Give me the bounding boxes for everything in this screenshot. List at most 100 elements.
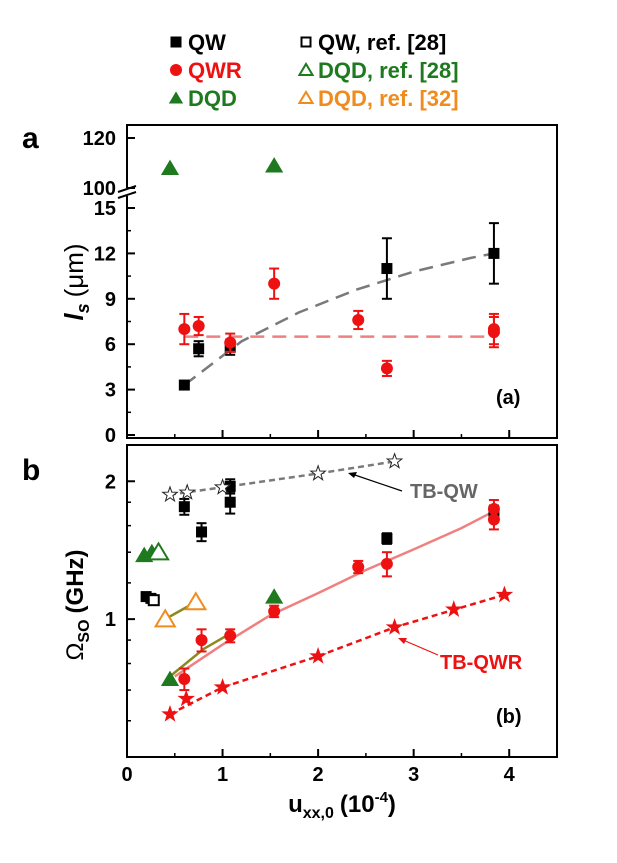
data-point — [224, 336, 237, 349]
data-point — [195, 634, 208, 647]
series-dqd-ref-32 — [153, 591, 208, 628]
series-dqd — [135, 543, 284, 687]
data-point — [147, 541, 170, 561]
fit-dqd — [169, 632, 231, 678]
x-tick-label: 2 — [313, 764, 324, 786]
data-point — [487, 502, 500, 515]
panel-letter-a: a — [22, 122, 39, 155]
data-point — [178, 483, 196, 500]
data-point — [309, 646, 327, 664]
panel-b-x-ticks: 0 1 2 3 4 — [121, 749, 516, 786]
legend-entry: QW — [170, 30, 226, 55]
x-tick-label: 0 — [121, 764, 132, 786]
tb-qwr-label: TB-QWR — [440, 652, 523, 674]
legend-label: DQD — [188, 86, 237, 111]
panel-b-tag: (b) — [496, 706, 522, 728]
panel-a-tag: (a) — [496, 387, 520, 409]
panel-b-plot — [135, 452, 514, 722]
series-dqd — [160, 157, 284, 175]
data-point — [177, 689, 196, 707]
fit-tb-qw — [169, 460, 395, 496]
data-point — [445, 600, 463, 617]
panel-a-x-ticks — [126, 430, 511, 438]
data-point — [196, 526, 208, 538]
legend-label: QWR — [188, 58, 242, 83]
y-tick-label: 2 — [105, 471, 116, 493]
data-point — [178, 501, 190, 513]
data-point — [213, 478, 232, 495]
legend: QW QWR DQD QW, ref. [28] DQD, ref. [28] DQD, … — [168, 30, 459, 111]
data-point — [224, 629, 237, 642]
panel-b-y-label: ΩSO(GHz) — [62, 549, 93, 660]
y-tick-label: 1 — [105, 609, 116, 631]
panel-b-frame — [126, 444, 558, 758]
data-point — [178, 673, 191, 686]
data-point — [160, 670, 180, 687]
y-tick-label: 12 — [94, 243, 116, 265]
data-point — [161, 485, 179, 503]
y-tick-label: 15 — [94, 198, 116, 220]
y-tick-label: 100 — [83, 178, 116, 200]
data-point — [265, 157, 284, 173]
data-point — [488, 247, 500, 259]
data-point — [178, 323, 191, 336]
data-point — [380, 362, 393, 375]
legend-marker — [297, 90, 315, 104]
data-point — [147, 594, 160, 607]
y-tick-label: 0 — [105, 425, 116, 447]
data-point — [385, 452, 404, 469]
data-point — [487, 323, 500, 336]
data-point — [385, 618, 404, 635]
data-point — [352, 560, 365, 573]
data-point — [352, 313, 365, 326]
data-point — [381, 263, 393, 275]
data-point — [381, 532, 393, 544]
legend-marker — [297, 62, 315, 76]
data-point — [265, 588, 284, 604]
x-tick-label: 1 — [217, 764, 228, 786]
legend-marker — [170, 64, 182, 76]
series-qw — [178, 222, 500, 391]
legend-entry: DQD, ref. [28] — [297, 58, 459, 83]
series-tb-qw — [161, 452, 404, 503]
y-tick-label: 6 — [105, 334, 116, 356]
panel-a-frame — [126, 124, 558, 439]
data-point — [380, 557, 393, 570]
series-dqd-ref-28 — [147, 541, 170, 561]
y-tick-label: 3 — [105, 380, 116, 402]
tb-qw-label: TB-QW — [410, 481, 478, 503]
legend-entry: DQD — [168, 86, 237, 111]
data-point — [178, 379, 190, 391]
data-point — [268, 277, 281, 290]
legend-label: QW — [188, 30, 226, 55]
series-qwr — [178, 499, 500, 692]
x-tick-label: 3 — [408, 764, 419, 786]
legend-marker — [170, 36, 182, 48]
series-qwr — [178, 267, 500, 377]
data-point — [161, 704, 179, 722]
data-point — [193, 343, 205, 355]
data-point — [224, 480, 236, 492]
data-point — [213, 678, 232, 695]
x-tick-label: 4 — [504, 764, 516, 786]
legend-label: QW, ref. [28] — [318, 30, 446, 55]
panel-a-y-label: ls(μm) — [59, 243, 93, 320]
legend-entry: QW, ref. [28] — [300, 30, 446, 55]
tb-qwr-annotation: TB-QWR — [398, 638, 523, 674]
legend-marker — [300, 36, 312, 48]
legend-label: DQD, ref. [32] — [318, 86, 459, 111]
series-tb-qwr — [161, 585, 514, 722]
legend-entry: DQD, ref. [32] — [297, 86, 459, 111]
data-point — [192, 320, 205, 333]
data-point — [153, 608, 177, 628]
data-point — [224, 496, 236, 508]
data-point — [495, 585, 514, 603]
fit-qw — [183, 252, 495, 387]
legend-label: DQD, ref. [28] — [318, 58, 459, 83]
legend-entry: QWR — [170, 58, 242, 83]
y-tick-label: 120 — [83, 128, 116, 150]
data-point — [309, 464, 327, 481]
data-point — [184, 591, 208, 611]
x-axis-label: uxx,0(10-4) — [288, 789, 396, 822]
